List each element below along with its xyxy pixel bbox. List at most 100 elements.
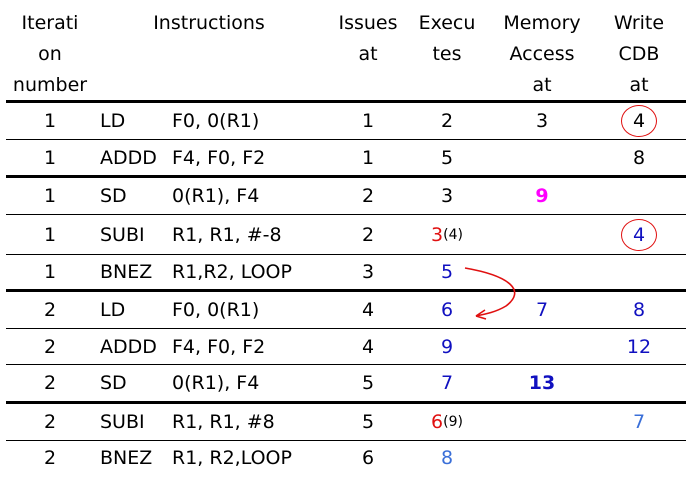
red-circle-highlight: 4	[621, 105, 657, 137]
opcode: ADDD	[100, 335, 157, 358]
header-issues-line2: at	[358, 43, 378, 65]
instruction-cell: BNEZ R1,R2, LOOP	[94, 255, 334, 289]
issue-cell: 4	[361, 299, 375, 321]
issue-cell: 1	[361, 146, 375, 169]
header-iteration-line2: on	[38, 43, 62, 65]
instruction-cell: ADDD F4, F0, F2	[94, 140, 334, 175]
operands: F0, 0(R1)	[172, 110, 260, 132]
operands: F4, F0, F2	[172, 146, 266, 169]
iteration-cell: 1	[43, 223, 57, 246]
execute-value: 3	[431, 223, 444, 246]
operands: F0, 0(R1)	[172, 299, 260, 321]
write-cdb-cell: 12	[626, 335, 652, 358]
memory-cell	[492, 441, 592, 474]
issue-cell: 4	[361, 335, 375, 358]
execute-cell: 8	[440, 446, 454, 469]
header-write-line3: at	[629, 74, 649, 96]
issue-cell: 5	[361, 372, 375, 394]
execute-cell: 9	[440, 335, 454, 358]
header-issues: Issues at	[334, 6, 402, 102]
table-row: 1 ADDD F4, F0, F2 1 5 8	[6, 140, 686, 178]
iteration-cell: 1	[43, 146, 57, 169]
opcode: LD	[100, 110, 126, 132]
tomasulo-table: Iterati on number Instructions Issues at Ex…	[6, 6, 686, 470]
memory-cell	[492, 140, 592, 175]
instruction-cell: SD 0(R1), F4	[94, 178, 334, 214]
execute-note: (9)	[443, 414, 463, 430]
opcode: BNEZ	[100, 446, 153, 469]
header-memory-line2: Access	[509, 43, 575, 65]
execute-cell: 3(4)	[402, 215, 492, 254]
header-issues-line1: Issues	[338, 12, 398, 34]
table-row: 1 LD F0, 0(R1) 1 2 3 4	[6, 103, 686, 140]
write-cdb-cell	[592, 441, 686, 474]
issue-cell: 6	[361, 446, 375, 469]
iteration-cell: 2	[43, 446, 57, 469]
header-iteration-line3: number	[12, 74, 88, 96]
instruction-cell: BNEZ R1, R2,LOOP	[94, 441, 334, 474]
instruction-cell: LD F0, 0(R1)	[94, 292, 334, 328]
iteration-cell: 2	[43, 372, 57, 394]
execute-cell: 6(9)	[402, 404, 492, 440]
operands: 0(R1), F4	[172, 372, 260, 394]
opcode: ADDD	[100, 146, 157, 169]
header-iteration-line1: Iterati	[21, 12, 79, 34]
instruction-cell: LD F0, 0(R1)	[94, 103, 334, 139]
execute-cell: 6	[440, 299, 454, 321]
execute-cell: 2	[440, 110, 454, 132]
iteration-cell: 1	[43, 261, 57, 283]
iteration-cell: 1	[43, 110, 57, 132]
operands: R1, R2,LOOP	[172, 446, 292, 469]
memory-cell: 3	[535, 110, 549, 132]
issue-cell: 2	[361, 185, 375, 207]
write-cdb-cell: 4	[592, 103, 686, 139]
opcode: SUBI	[100, 223, 145, 246]
table-row: 2 BNEZ R1, R2,LOOP 6 8	[6, 441, 686, 474]
operands: R1,R2, LOOP	[172, 261, 292, 283]
memory-cell: 13	[528, 372, 556, 394]
write-cdb-cell: 8	[632, 299, 646, 321]
header-executes-line1: Execu	[418, 12, 476, 34]
iteration-cell: 2	[43, 411, 57, 433]
execute-note: (4)	[443, 226, 463, 243]
operands: 0(R1), F4	[172, 185, 260, 207]
header-instructions: Instructions	[84, 6, 334, 102]
write-cdb-cell	[592, 255, 686, 289]
memory-cell	[492, 255, 592, 289]
write-cdb-cell: 8	[632, 146, 646, 169]
header-executes-line2: tes	[432, 43, 462, 65]
execute-cell: 5	[440, 146, 454, 169]
table-row: 1 BNEZ R1,R2, LOOP 3 5	[6, 255, 686, 292]
issue-cell: 1	[361, 110, 375, 132]
write-cdb-cell: 7	[632, 411, 646, 433]
operands: F4, F0, F2	[172, 335, 266, 358]
red-circle-highlight: 4	[621, 218, 657, 251]
execute-cell: 7	[440, 372, 454, 394]
opcode: LD	[100, 299, 126, 321]
header-executes: Execu tes	[402, 6, 492, 102]
issue-cell: 2	[361, 223, 375, 246]
opcode: BNEZ	[100, 261, 153, 283]
issue-cell: 3	[361, 261, 375, 283]
write-cdb-value: 4	[632, 223, 646, 246]
write-cdb-cell	[592, 178, 686, 214]
write-cdb-value: 4	[632, 110, 646, 132]
memory-cell: 9	[535, 185, 549, 207]
opcode: SD	[100, 185, 127, 207]
execute-value: 6	[431, 411, 444, 433]
table-header: Iterati on number Instructions Issues at Ex…	[6, 6, 686, 103]
memory-cell	[492, 215, 592, 254]
header-memory-line1: Memory	[503, 12, 581, 34]
execute-cell: 5	[440, 261, 454, 283]
header-iteration: Iterati on number	[6, 6, 94, 102]
instruction-cell: ADDD F4, F0, F2	[94, 329, 334, 364]
